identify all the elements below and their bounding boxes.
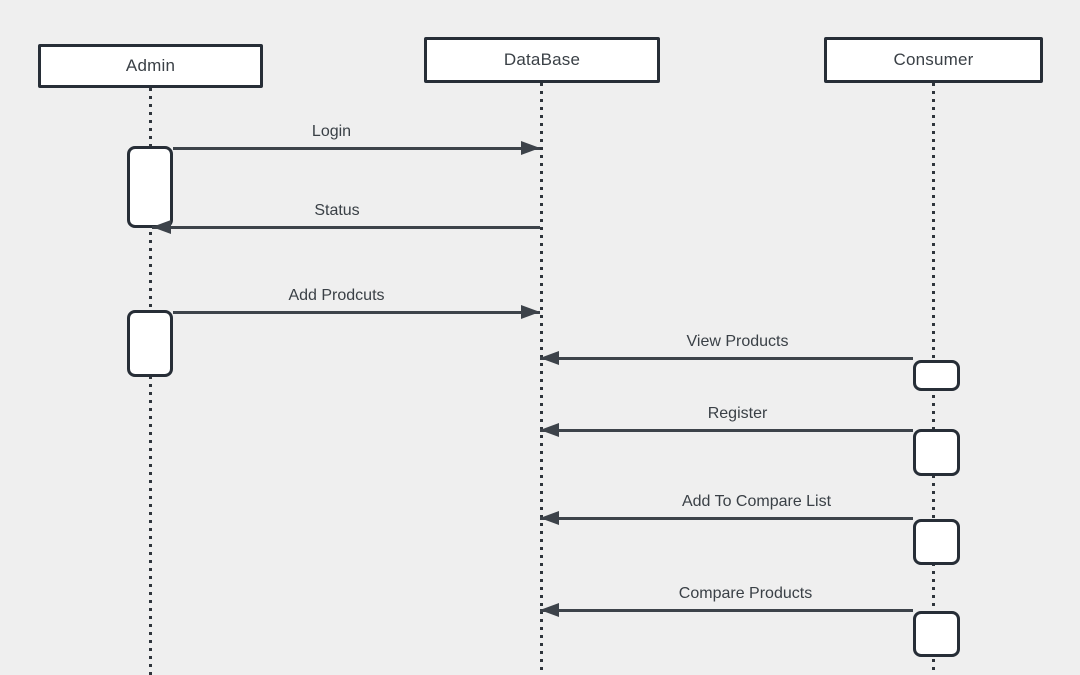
actor-consumer[interactable]: Consumer xyxy=(824,37,1043,83)
arrowhead-left-icon xyxy=(540,423,559,437)
actor-admin-label: Admin xyxy=(125,56,176,75)
activation-consumer-compare-products[interactable] xyxy=(913,611,960,657)
activation-admin-add-products[interactable] xyxy=(127,310,173,377)
arrowhead-left-icon xyxy=(540,351,559,365)
activation-consumer-view-products[interactable] xyxy=(913,360,960,391)
actor-admin[interactable]: Admin xyxy=(38,44,263,88)
activation-admin-login[interactable] xyxy=(127,146,173,228)
activation-consumer-add-to-compare[interactable] xyxy=(913,519,960,565)
message-add-to-compare-list-label: Add To Compare List xyxy=(681,493,832,510)
lifeline-admin xyxy=(149,88,152,675)
message-add-products-line xyxy=(173,310,540,314)
message-register-line xyxy=(540,428,913,432)
message-add-to-compare-list-line xyxy=(540,516,913,520)
message-status-line xyxy=(152,225,540,229)
arrowhead-right-icon xyxy=(521,141,540,155)
actor-database[interactable]: DataBase xyxy=(424,37,660,83)
message-status-label: Status xyxy=(314,202,360,219)
message-login-line xyxy=(173,146,540,150)
actor-database-label: DataBase xyxy=(503,50,581,69)
message-compare-products-label: Compare Products xyxy=(678,585,813,602)
message-login-label: Login xyxy=(311,123,352,140)
message-view-products-label: View Products xyxy=(686,333,789,350)
lifeline-database xyxy=(540,83,543,675)
message-compare-products-line xyxy=(540,608,913,612)
arrowhead-left-icon xyxy=(152,220,171,234)
message-view-products-line xyxy=(540,356,913,360)
message-add-products-label: Add Prodcuts xyxy=(288,287,385,304)
message-register-label: Register xyxy=(707,405,768,422)
actor-consumer-label: Consumer xyxy=(893,50,974,69)
arrowhead-left-icon xyxy=(540,511,559,525)
arrowhead-left-icon xyxy=(540,603,559,617)
activation-consumer-register[interactable] xyxy=(913,429,960,476)
arrowhead-right-icon xyxy=(521,305,540,319)
